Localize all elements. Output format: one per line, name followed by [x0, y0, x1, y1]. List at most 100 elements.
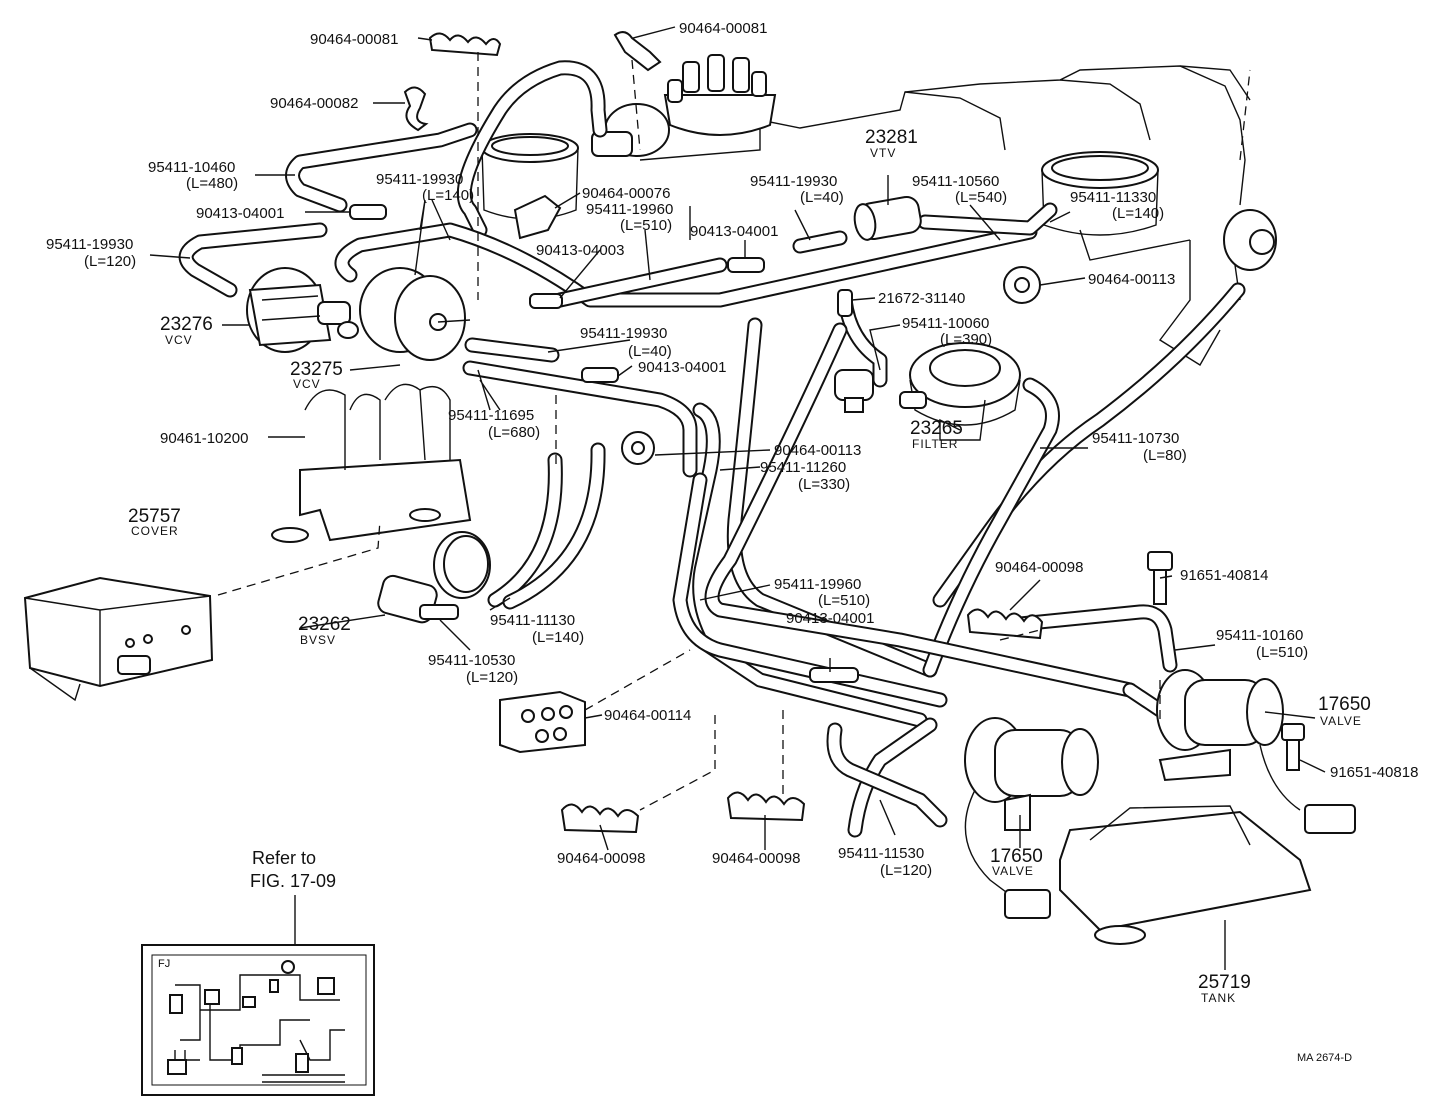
label-hose-95411-10160: 95411-10160 — [1216, 627, 1303, 644]
distributor-cap — [663, 54, 777, 136]
filter-23265-body[interactable] — [899, 342, 1021, 426]
leader-lines — [149, 26, 1326, 970]
clip-90464-00113-lower-body[interactable] — [621, 431, 655, 465]
label-hose-95411-11530-length: (L=120) — [880, 862, 932, 879]
label-vcv-23275: 23275 — [290, 359, 343, 380]
label-valve-17650-lower-caption: VALVE — [992, 864, 1034, 878]
air-cleaner-left — [481, 133, 579, 220]
label-clip-90464-00082: 90464-00082 — [270, 95, 358, 112]
label-clip-90464-00098-right: 90464-00098 — [995, 559, 1083, 576]
bolt-91651-40814-body[interactable] — [1147, 551, 1173, 605]
hose-network — [178, 60, 1246, 838]
label-valve-17650-lower: 17650 — [990, 846, 1043, 867]
label-clip-90464-00114: 90464-00114 — [604, 707, 691, 724]
clip-90464-00098-middle-body[interactable] — [726, 791, 806, 822]
label-hose-95411-10560: 95411-10560 — [912, 173, 999, 190]
joint-90413-04001-middle-body[interactable] — [727, 257, 765, 273]
bolt-91651-40818-body[interactable] — [1281, 723, 1305, 771]
valve-17650-right-body[interactable] — [1156, 669, 1356, 834]
dashed-guides — [217, 52, 1251, 811]
joint-90413-04001-bottom-body[interactable] — [809, 667, 859, 683]
label-filter-23265-caption: FILTER — [912, 437, 958, 451]
label-hose-95411-10060-length: (L=390) — [940, 331, 992, 348]
label-clip-90464-00098-left: 90464-00098 — [557, 850, 645, 867]
label-cover-25757-caption: COVER — [131, 524, 179, 538]
label-hose-95411-19930-l40-lower-length: (L=40) — [628, 343, 672, 360]
label-hose-95411-11695-length: (L=680) — [488, 424, 540, 441]
cover-25757-body[interactable] — [23, 576, 214, 702]
joint-90413-04003-body[interactable] — [529, 293, 563, 309]
label-bvsv-23262-caption: BVSV — [300, 633, 336, 647]
reference-inset[interactable]: FJ — [141, 944, 375, 1096]
label-bolt-91651-40818: 91651-40818 — [1330, 764, 1418, 781]
label-vcv-23276: 23276 — [160, 314, 213, 335]
joint-90413-04001-left-body[interactable] — [349, 204, 387, 220]
label-clip-90464-00098-middle: 90464-00098 — [712, 850, 800, 867]
label-tank-25719-caption: TANK — [1201, 991, 1236, 1005]
label-hose-95411-10730: 95411-10730 — [1092, 430, 1179, 447]
label-vtv-23281-caption: VTV — [870, 146, 896, 160]
figure-code: MA 2674-D — [1297, 1052, 1352, 1064]
label-clip-90464-00081-top: 90464-00081 — [310, 31, 398, 48]
clip-90464-00098-left-body[interactable] — [560, 803, 640, 834]
valve-17650-lower-body[interactable] — [964, 717, 1099, 919]
label-clip-90464-00081-distributor: 90464-00081 — [679, 20, 767, 37]
label-hose-95411-11695: 95411-11695 — [448, 407, 534, 424]
inset-tag: FJ — [158, 958, 170, 970]
clip-90464-00076-body[interactable] — [513, 194, 562, 240]
vcv-23276-body[interactable] — [246, 267, 359, 353]
label-joint-90413-04001-lower: 90413-04001 — [638, 359, 726, 376]
bracket-90461-10200-body[interactable] — [271, 383, 472, 543]
label-tank-25719: 25719 — [1198, 972, 1251, 993]
label-hose-95411-19960-upper: 95411-19960 — [586, 201, 673, 218]
clip-90464-00081-top-body[interactable] — [428, 32, 502, 57]
clip-90464-00113-upper-body[interactable] — [1003, 266, 1041, 304]
vtv-23281-body[interactable] — [852, 195, 923, 241]
label-hose-95411-10530: 95411-10530 — [428, 652, 515, 669]
tank-25719-body[interactable] — [1059, 805, 1312, 945]
label-hose-95411-10460: 95411-10460 — [148, 159, 235, 176]
label-hose-95411-10560-length: (L=540) — [955, 189, 1007, 206]
label-hose-95411-10530-length: (L=120) — [466, 669, 518, 686]
label-hose-95411-19930-l140-length: (L=140) — [422, 187, 474, 204]
label-hose-95411-11260-length: (L=330) — [798, 476, 850, 493]
label-vcv-23275-caption: VCV — [293, 377, 321, 391]
label-part-21672-31140: 21672-31140 — [878, 290, 965, 307]
distributor-vacuum-unit — [591, 103, 670, 157]
label-filter-23265: 23265 — [910, 418, 963, 439]
label-joint-90413-04001-bottom: 90413-04001 — [786, 610, 874, 627]
label-hose-95411-19930-l120: 95411-19930 — [46, 236, 133, 253]
label-valve-17650-right: 17650 — [1318, 694, 1371, 715]
label-hose-95411-11130-length: (L=140) — [532, 629, 584, 646]
label-hose-95411-11260: 95411-11260 — [760, 459, 846, 476]
label-clip-90464-00113-upper: 90464-00113 — [1088, 271, 1175, 288]
reference-line-2: FIG. 17-09 — [250, 871, 336, 891]
clip-90464-00098-right-body[interactable] — [966, 608, 1044, 640]
label-hose-95411-10730-length: (L=80) — [1143, 447, 1187, 464]
clip-90464-00081-distributor-body[interactable] — [613, 31, 662, 72]
inset-schematic — [167, 960, 345, 1083]
label-hose-95411-10460-length: (L=480) — [186, 175, 238, 192]
clip-90464-00082-body[interactable] — [403, 86, 429, 132]
label-hose-95411-19960-lower: 95411-19960 — [774, 576, 861, 593]
label-clip-90464-00076: 90464-00076 — [582, 185, 670, 202]
vacuum-unit-top-right — [1223, 209, 1277, 271]
label-hose-95411-19930-l40-upper: 95411-19930 — [750, 173, 837, 190]
joint-90413-04001-lower-body[interactable] — [581, 367, 619, 383]
air-cleaner-right — [1041, 151, 1159, 236]
label-bracket-90461-10200: 90461-10200 — [160, 430, 248, 447]
label-hose-95411-10060: 95411-10060 — [902, 315, 989, 332]
label-vcv-23276-caption: VCV — [165, 333, 193, 347]
reference-line-1: Refer to — [252, 848, 316, 868]
label-cover-25757: 25757 — [128, 506, 181, 527]
vcv-23275-body[interactable] — [359, 267, 471, 361]
vacuum-switch-body — [834, 369, 874, 413]
label-hose-95411-19960-upper-length: (L=510) — [620, 217, 672, 234]
label-hose-95411-19930-l140: 95411-19930 — [376, 171, 463, 188]
label-hose-95411-11330-length: (L=140) — [1112, 205, 1164, 222]
label-hose-95411-11530: 95411-11530 — [838, 845, 924, 862]
label-joint-90413-04001-left: 90413-04001 — [196, 205, 284, 222]
part-21672-31140-body[interactable] — [837, 289, 853, 317]
clip-90464-00114-body[interactable] — [499, 690, 586, 754]
